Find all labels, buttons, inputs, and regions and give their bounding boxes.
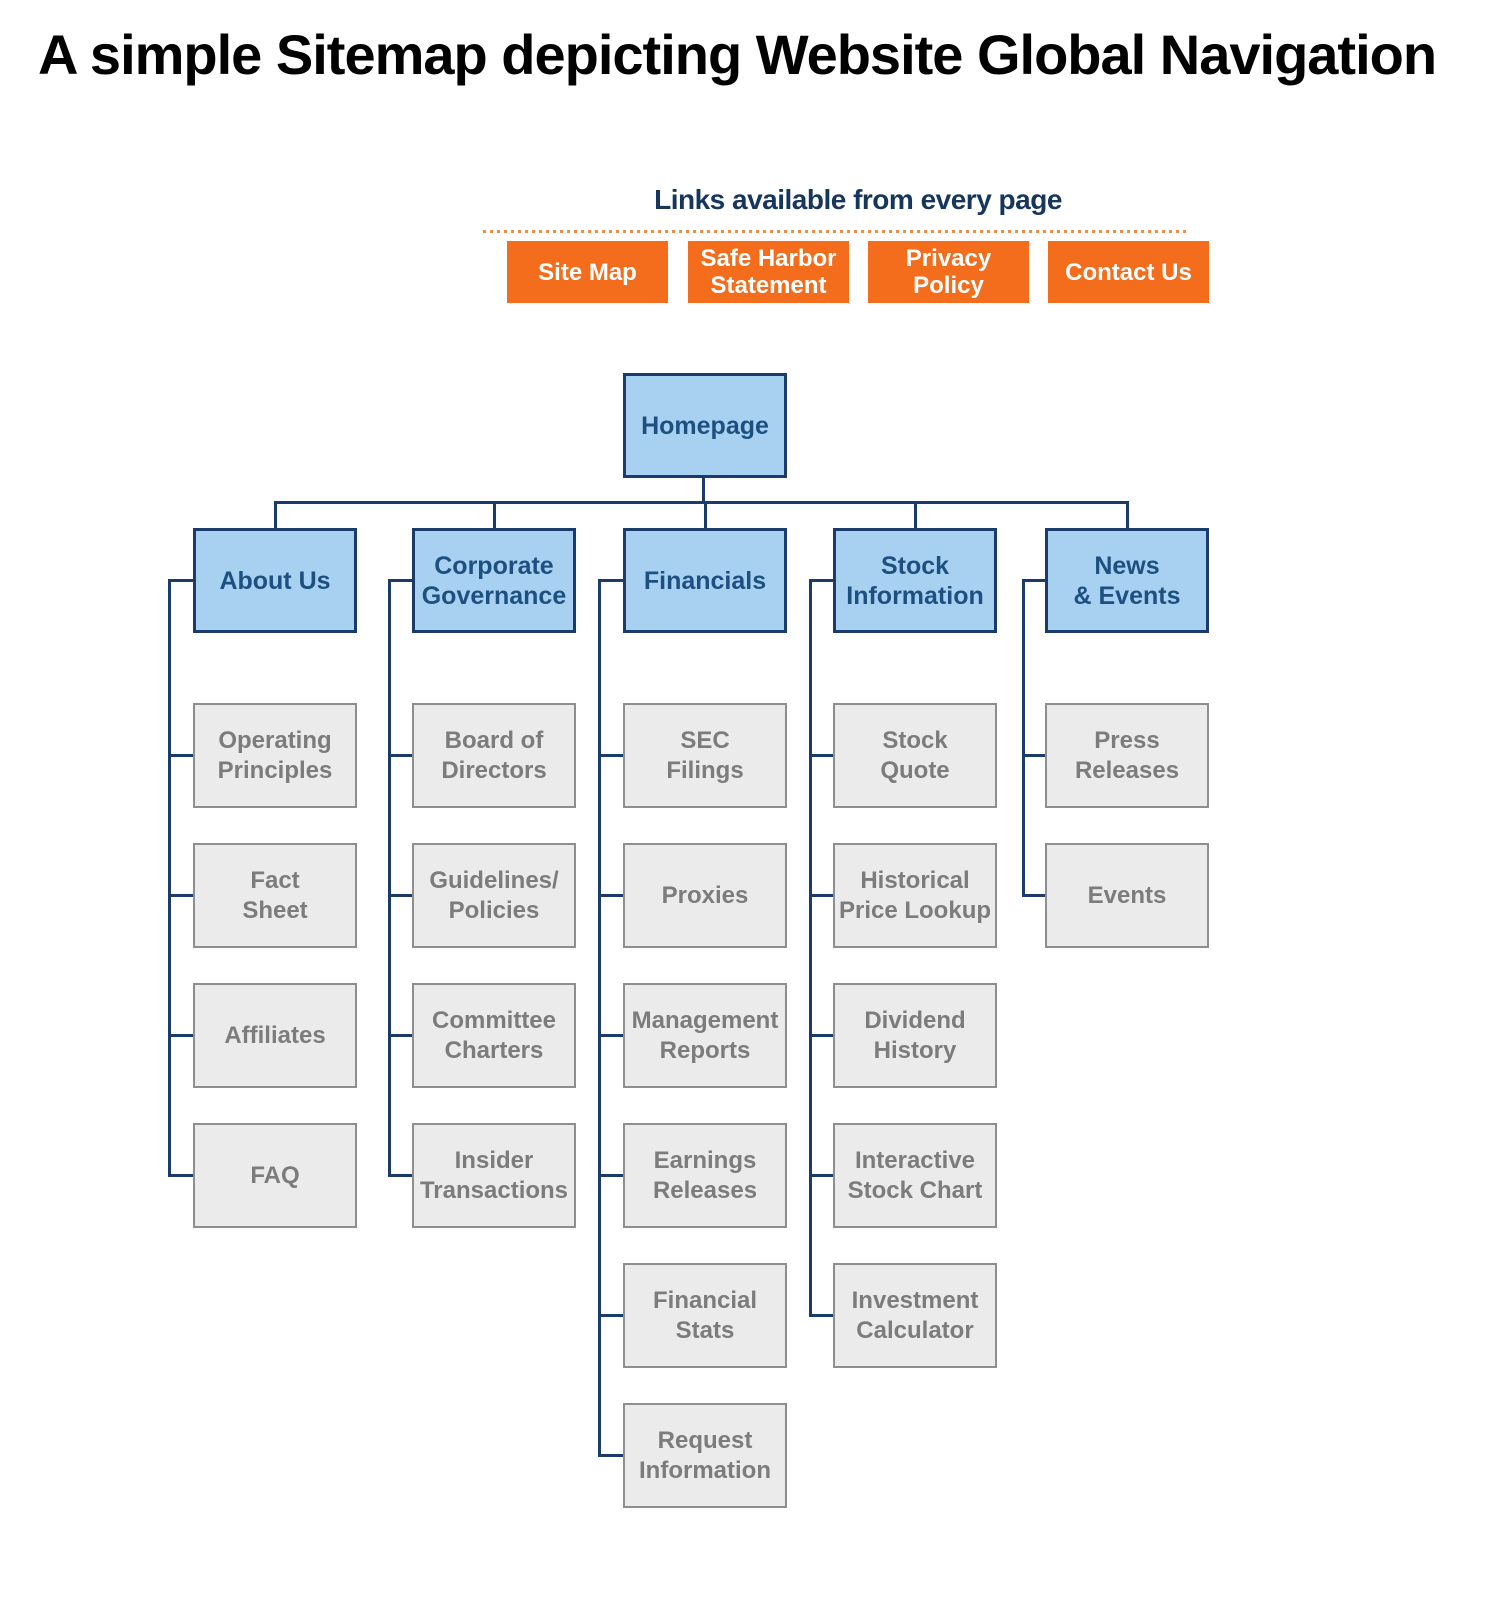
page-historical-price-lookup[interactable]: Historical Price Lookup xyxy=(833,843,997,948)
page-management-reports[interactable]: Management Reports xyxy=(623,983,787,1088)
page-guidelines-policies[interactable]: Guidelines/ Policies xyxy=(412,843,576,948)
page-stock-quote[interactable]: Stock Quote xyxy=(833,703,997,808)
global-link-contact-us[interactable]: Contact Us xyxy=(1048,241,1209,303)
page-proxies[interactable]: Proxies xyxy=(623,843,787,948)
node-stock-information[interactable]: Stock Information xyxy=(833,528,997,633)
node-news-events[interactable]: News & Events xyxy=(1045,528,1209,633)
page-events[interactable]: Events xyxy=(1045,843,1209,948)
page-faq[interactable]: FAQ xyxy=(193,1123,357,1228)
page-interactive-stock-chart[interactable]: Interactive Stock Chart xyxy=(833,1123,997,1228)
page-board-of-directors[interactable]: Board of Directors xyxy=(412,703,576,808)
dotted-separator xyxy=(483,230,1186,233)
global-link-privacy[interactable]: Privacy Policy xyxy=(868,241,1029,303)
node-corporate-governance[interactable]: Corporate Governance xyxy=(412,528,576,633)
page-sec-filings[interactable]: SEC Filings xyxy=(623,703,787,808)
page-investment-calculator[interactable]: Investment Calculator xyxy=(833,1263,997,1368)
page-dividend-history[interactable]: Dividend History xyxy=(833,983,997,1088)
page-committee-charters[interactable]: Committee Charters xyxy=(412,983,576,1088)
global-links-heading: Links available from every page xyxy=(654,184,1062,215)
node-about-us[interactable]: About Us xyxy=(193,528,357,633)
page-affiliates[interactable]: Affiliates xyxy=(193,983,357,1088)
page-earnings-releases[interactable]: Earnings Releases xyxy=(623,1123,787,1228)
page-financial-stats[interactable]: Financial Stats xyxy=(623,1263,787,1368)
page-press-releases[interactable]: Press Releases xyxy=(1045,703,1209,808)
page-fact-sheet[interactable]: Fact Sheet xyxy=(193,843,357,948)
page-request-information[interactable]: Request Information xyxy=(623,1403,787,1508)
global-link-site-map[interactable]: Site Map xyxy=(507,241,668,303)
page-title: A simple Sitemap depicting Website Globa… xyxy=(38,23,1437,86)
page-operating-principles[interactable]: Operating Principles xyxy=(193,703,357,808)
page-insider-transactions[interactable]: Insider Transactions xyxy=(412,1123,576,1228)
node-financials[interactable]: Financials xyxy=(623,528,787,633)
node-homepage[interactable]: Homepage xyxy=(623,373,787,478)
global-link-safe-harbor[interactable]: Safe Harbor Statement xyxy=(688,241,849,303)
